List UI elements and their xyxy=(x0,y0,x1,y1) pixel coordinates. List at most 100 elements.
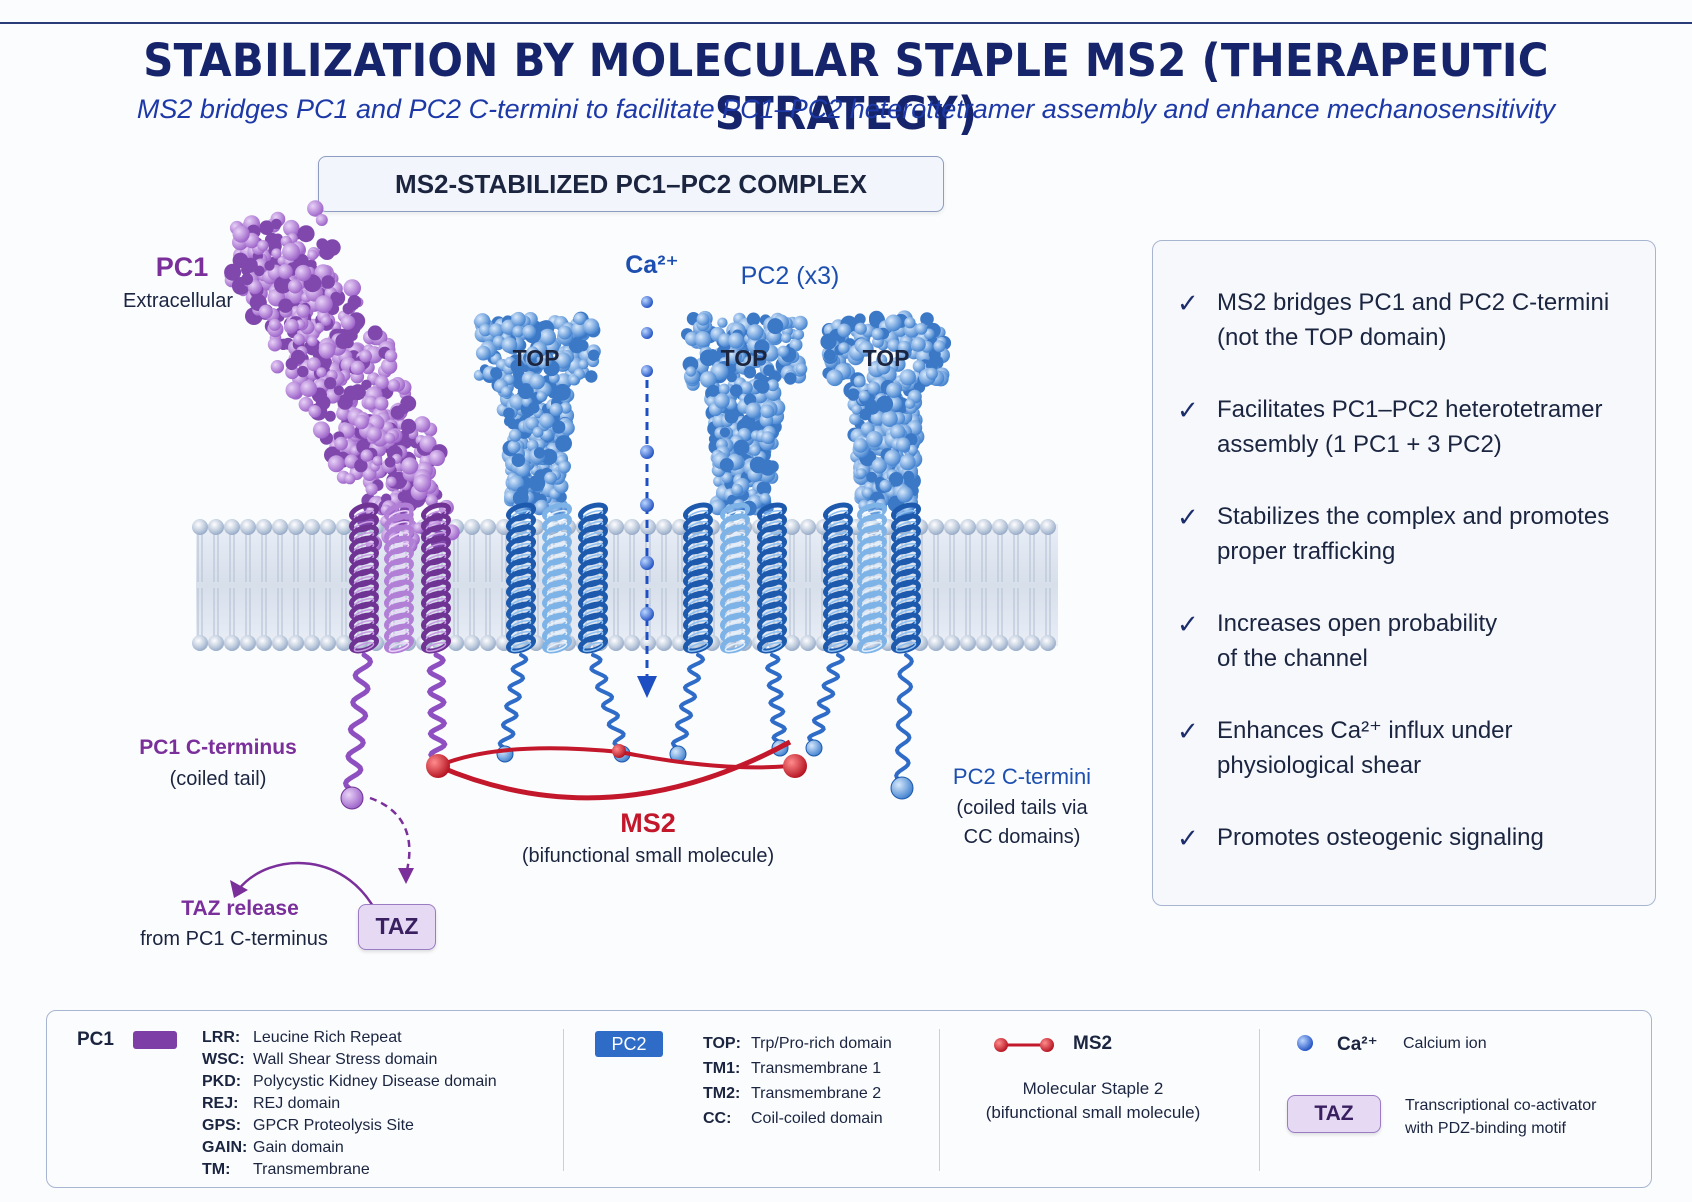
pc1-bead xyxy=(401,457,419,475)
pc1-bead xyxy=(413,474,432,493)
pc2-bead xyxy=(876,395,894,413)
pc2-bead xyxy=(755,380,770,394)
helix xyxy=(541,502,573,654)
lipid-head xyxy=(208,519,224,535)
pc1-bead xyxy=(259,220,274,235)
lipid-head xyxy=(624,635,640,651)
pc2-bead xyxy=(897,340,911,354)
pc2-bead xyxy=(731,483,743,496)
pc2-bead xyxy=(784,372,797,385)
pc1-bead xyxy=(257,240,269,252)
membrane-core xyxy=(196,524,1058,646)
pc1-bead xyxy=(375,375,389,390)
pc1-bead xyxy=(290,349,306,365)
pc2-bead xyxy=(512,325,525,338)
pc2-bead xyxy=(719,427,731,438)
benefit-item: ✓ Enhances Ca²⁺ influx under physiologic… xyxy=(1177,713,1631,783)
pc1-tail-2 xyxy=(426,652,448,763)
pc2-bead xyxy=(733,439,750,456)
pc1-bead xyxy=(315,214,328,226)
pc1-bead xyxy=(401,418,417,434)
lipid-head xyxy=(960,635,976,651)
header-rule xyxy=(0,22,1692,24)
pc1-bead xyxy=(293,333,305,346)
helix-highlight xyxy=(425,642,447,652)
pc1-bead xyxy=(343,279,362,297)
lipid-head xyxy=(304,635,320,651)
pc2-tail-end xyxy=(805,739,823,757)
pc2-bead xyxy=(838,342,850,354)
pc1-bead xyxy=(277,264,293,279)
legend-desc: Leucine Rich Repeat xyxy=(253,1029,402,1046)
ms2-label: MS2 xyxy=(620,808,676,838)
legend-abbr: CC: xyxy=(703,1110,732,1127)
pc2-bead xyxy=(558,461,571,474)
pc2-bead xyxy=(858,390,870,402)
pc2-bead xyxy=(754,339,770,355)
helix-highlight xyxy=(724,642,746,652)
legend-abbr: REJ: xyxy=(202,1095,239,1112)
ms2-mid-node xyxy=(612,744,626,758)
pc1-bead xyxy=(419,435,437,453)
pc2-bead xyxy=(479,323,492,337)
pc1-bead xyxy=(267,337,282,352)
pc1-bead xyxy=(300,380,317,397)
pc1-bead xyxy=(354,414,369,430)
pc1-bead xyxy=(367,325,383,341)
pc2-bead xyxy=(886,382,902,398)
pc1-bead xyxy=(324,377,337,390)
benefit-item: ✓ Promotes osteogenic signaling xyxy=(1177,820,1631,856)
ms2-end-left xyxy=(426,754,450,778)
pc2-bead xyxy=(510,359,525,374)
pc2-tail-end xyxy=(890,776,914,800)
lipid-head xyxy=(784,635,800,651)
pc1-bead xyxy=(397,491,408,502)
top-label-3: TOP xyxy=(862,345,910,371)
lipid-head xyxy=(608,519,624,535)
pc1-bead xyxy=(365,483,378,496)
lipid-head xyxy=(288,635,304,651)
pc2-bead xyxy=(588,349,600,361)
pc2-tail xyxy=(670,653,706,750)
lipid-head xyxy=(448,635,464,651)
legend-abbr: GAIN: xyxy=(202,1139,248,1156)
pc2-bead xyxy=(685,366,697,377)
pc1-bead xyxy=(336,406,351,421)
pc1-bead xyxy=(253,265,265,277)
pc2-bead xyxy=(571,321,587,337)
pc2-bead xyxy=(925,367,938,380)
ms2-sub-label: (bifunctional small molecule) xyxy=(521,845,775,867)
pc2-bead xyxy=(847,388,860,401)
helix xyxy=(577,502,609,654)
complex-label: MS2-STABILIZED PC1–PC2 COMPLEX xyxy=(318,156,944,212)
pc1-cterminus-sub: (coiled tail) xyxy=(169,768,267,790)
lipid-head xyxy=(192,519,208,535)
pc2-bead xyxy=(573,312,587,325)
helix xyxy=(890,502,922,654)
pc1-bead xyxy=(340,315,356,330)
pc2-tail xyxy=(806,653,846,744)
pc2-bead xyxy=(490,367,502,379)
pc2-bead xyxy=(743,355,758,370)
check-icon: ✓ xyxy=(1177,716,1199,746)
taz-release-arrow-down xyxy=(369,796,411,875)
pc2-bead xyxy=(915,322,928,335)
pc2-bead xyxy=(823,349,836,362)
pc1-bead xyxy=(428,449,446,467)
helix xyxy=(719,502,751,654)
pc2-bead xyxy=(707,384,720,397)
pc1-bead xyxy=(354,458,368,473)
taz-release-arrow-curve xyxy=(237,861,382,921)
pc1-extracellular-domain xyxy=(224,200,460,553)
pc2-bead xyxy=(533,447,546,459)
lipid-head xyxy=(944,635,960,651)
legend-taz-desc2: with PDZ-binding motif xyxy=(1405,1120,1566,1137)
pc2-bead xyxy=(837,323,852,338)
pc1-bead xyxy=(271,248,282,259)
pc1-bead xyxy=(359,349,372,363)
pc2-bead xyxy=(912,359,926,373)
ms2-end-right xyxy=(783,754,807,778)
lipid-head xyxy=(656,519,672,535)
check-icon: ✓ xyxy=(1177,823,1199,853)
legend-divider xyxy=(563,1029,564,1171)
